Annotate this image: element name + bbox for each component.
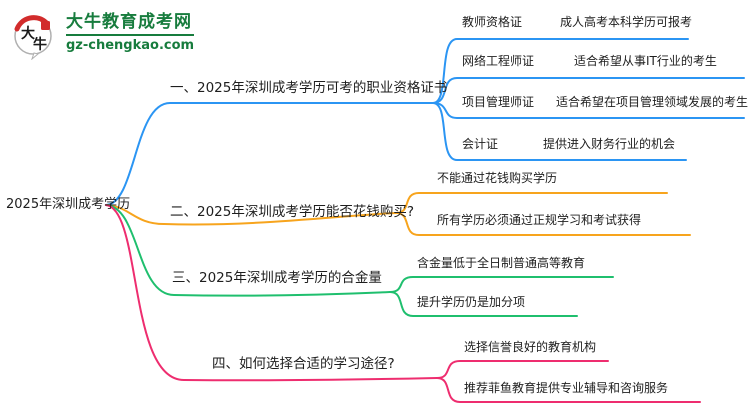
branch3-links (105, 204, 614, 317)
root-node[interactable]: 2025年深圳成考学历 (6, 197, 131, 212)
branch2-title[interactable]: 二、2025年深圳成考学历能否花钱购买? (170, 204, 415, 220)
badge-char-2: 牛 (33, 36, 47, 53)
branch4-title[interactable]: 四、如何选择合适的学习途径? (212, 356, 395, 372)
branch1-child2-label[interactable]: 网络工程师证 (462, 54, 535, 68)
site-logo[interactable]: 大 牛 大牛教育成考网 gz-chengkao.com (10, 12, 195, 60)
branch3-title[interactable]: 三、2025年深圳成考学历的合金量 (172, 270, 382, 286)
logo-text-block: 大牛教育成考网 gz-chengkao.com (66, 12, 195, 54)
branch4-child1-label[interactable]: 选择信誉良好的教育机构 (464, 340, 597, 354)
site-name: 大牛教育成考网 (66, 12, 195, 36)
branch1-child1-label[interactable]: 教师资格证 (462, 15, 523, 29)
branch1-child4-detail[interactable]: 提供进入财务行业的机会 (543, 137, 676, 151)
badge-char-1: 大 (21, 25, 35, 42)
branch1-child4-label[interactable]: 会计证 (462, 137, 499, 151)
daniu-logo-badge: 大 牛 (14, 15, 52, 60)
seal-icon (41, 21, 50, 30)
branch2-links (105, 192, 691, 236)
branch1-child2-detail[interactable]: 适合希望从事IT行业的考生 (574, 54, 717, 68)
branch3-child2-label[interactable]: 提升学历仍是加分项 (417, 295, 526, 309)
branch1-title[interactable]: 一、2025年深圳成考学历可考的职业资格证书 (170, 80, 448, 96)
branch2-child1-label[interactable]: 不能通过花钱购买学历 (437, 171, 558, 185)
branch1-child3-detail[interactable]: 适合希望在项目管理领域发展的考生 (556, 95, 749, 109)
branch1-child1-detail[interactable]: 成人高考本科学历可报考 (560, 15, 693, 29)
branch1-links (105, 38, 745, 206)
branch4-child2-label[interactable]: 推荐菲鱼教育提供专业辅导和咨询服务 (464, 381, 669, 395)
branch2-child2-label[interactable]: 所有学历必须通过正规学习和考试获得 (437, 213, 642, 227)
site-url: gz-chengkao.com (66, 38, 195, 53)
branch4-links (105, 204, 701, 403)
branch1-child3-label[interactable]: 项目管理师证 (462, 95, 535, 109)
branch3-child1-label[interactable]: 含金量低于全日制普通高等教育 (417, 256, 586, 270)
